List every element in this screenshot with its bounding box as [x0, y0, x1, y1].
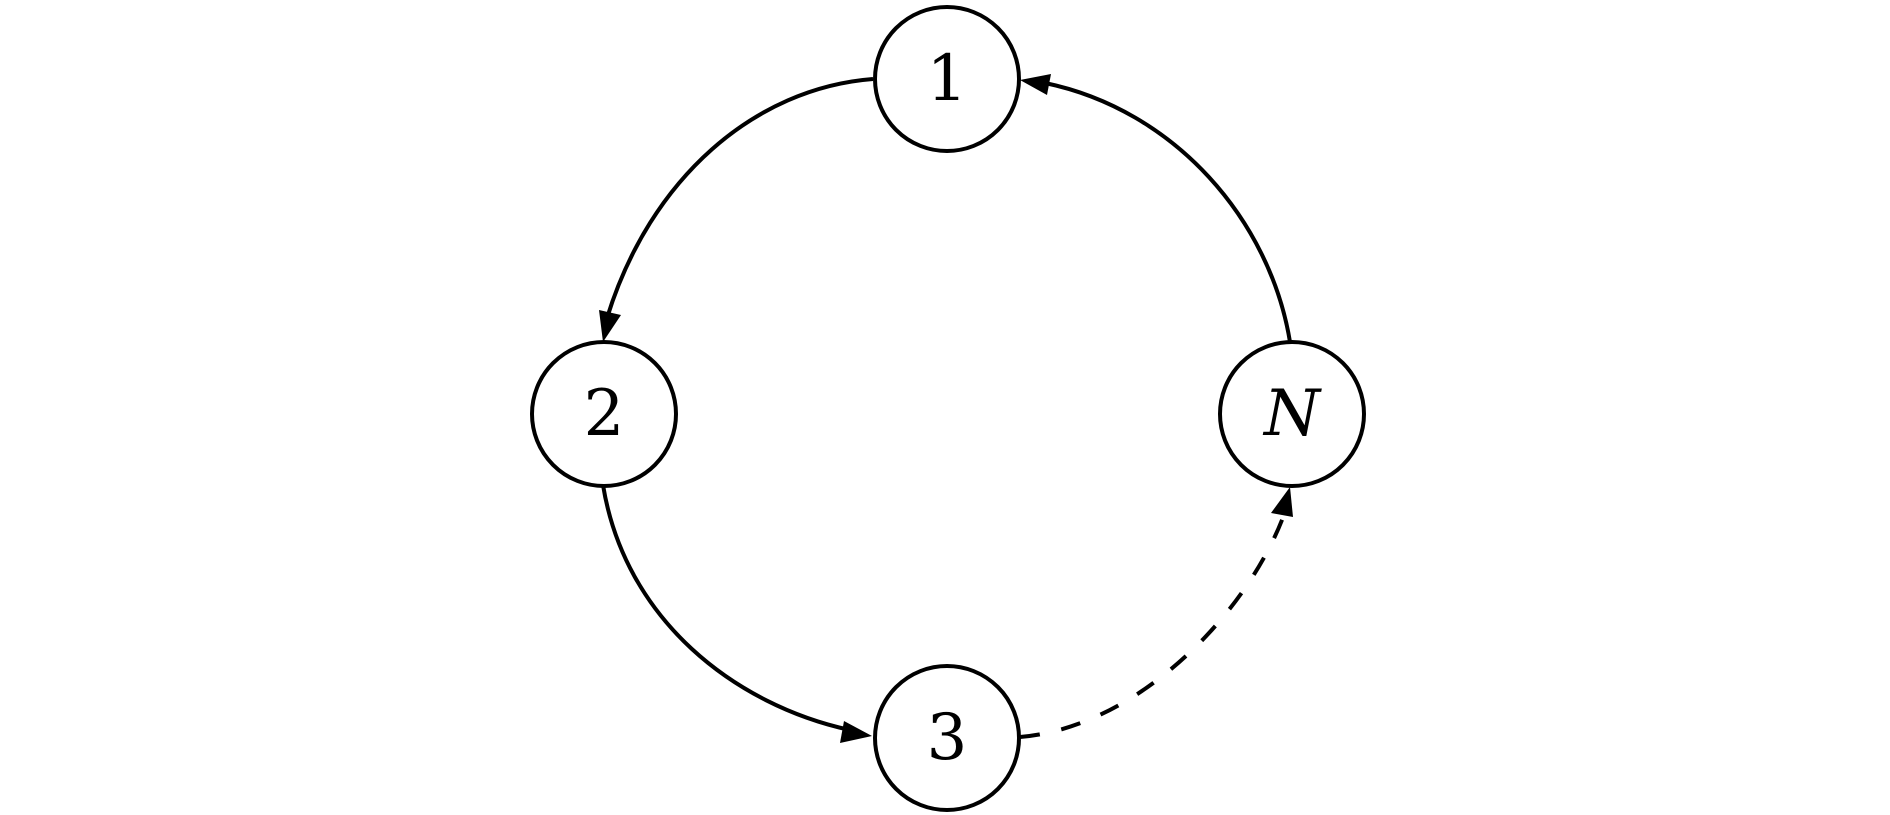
- edge-3-to-N: [1019, 511, 1287, 739]
- edge-2-to-3: [601, 484, 851, 732]
- edge-1-to-2: [605, 77, 874, 319]
- node-3: 3: [873, 664, 1021, 812]
- edge-N-to-1: [1044, 81, 1292, 343]
- node-N-circle: [1218, 340, 1366, 488]
- node-1: 1: [873, 5, 1021, 153]
- node-N-label: N: [1262, 377, 1322, 451]
- node-1-circle: [873, 5, 1021, 153]
- node-3-circle: [873, 664, 1021, 812]
- node-3-label: 3: [927, 701, 968, 775]
- edge-1-to-2-arrowhead: [599, 310, 621, 342]
- node-2: 2: [530, 340, 678, 488]
- node-N: N: [1218, 340, 1366, 488]
- node-2-label: 2: [584, 377, 625, 451]
- edge-N-to-1-arrowhead: [1020, 74, 1051, 95]
- node-1-label: 1: [927, 42, 968, 116]
- edge-3-to-N-arrowhead: [1271, 487, 1293, 517]
- node-2-circle: [530, 340, 678, 488]
- edge-2-to-3-arrowhead: [840, 721, 872, 743]
